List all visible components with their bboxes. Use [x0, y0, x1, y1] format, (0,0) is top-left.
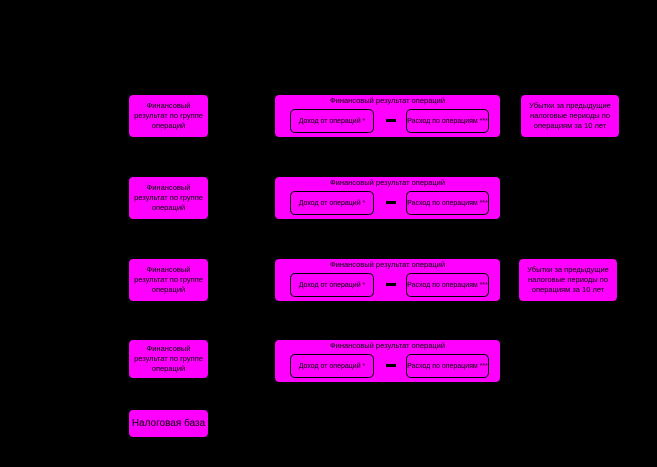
operation-result-box-4: Финансовый результат операций Доход от о…	[274, 339, 501, 383]
minus-sign	[386, 364, 396, 367]
group-result-box-2: Финансовый результат по группе операций	[128, 176, 209, 220]
tax-base-label: Налоговая база	[131, 417, 206, 429]
prior-losses-box-1: Убытки за предыдущие налоговые периоды п…	[520, 94, 620, 138]
income-box: Доход от операций *	[290, 354, 374, 378]
expense-label: Расход по операциям ***	[407, 117, 488, 125]
expense-box: Расход по операциям ***	[406, 109, 489, 133]
expense-label: Расход по операциям ***	[407, 362, 488, 370]
operation-result-box-1: Финансовый результат операций Доход от о…	[274, 94, 501, 138]
operation-result-box-2: Финансовый результат операций Доход от о…	[274, 176, 501, 220]
operation-result-title: Финансовый результат операций	[329, 96, 446, 105]
group-result-box-4: Финансовый результат по группе операций	[128, 339, 209, 379]
expense-label: Расход по операциям ***	[407, 281, 488, 289]
prior-losses-box-3: Убытки за предыдущие налоговые периоды п…	[518, 258, 618, 302]
prior-losses-label: Убытки за предыдущие налоговые периоды п…	[527, 265, 609, 294]
operation-result-box-3: Финансовый результат операций Доход от о…	[274, 258, 501, 302]
income-label: Доход от операций *	[298, 199, 366, 207]
expense-box: Расход по операциям ***	[406, 273, 489, 297]
income-label: Доход от операций *	[298, 117, 366, 125]
operation-result-title: Финансовый результат операций	[329, 341, 446, 350]
income-label: Доход от операций *	[298, 362, 366, 370]
group-result-label: Финансовый результат по группе операций	[134, 101, 203, 130]
prior-losses-label: Убытки за предыдущие налоговые периоды п…	[529, 101, 611, 130]
minus-sign	[386, 119, 396, 122]
income-box: Доход от операций *	[290, 273, 374, 297]
group-result-box-1: Финансовый результат по группе операций	[128, 94, 209, 138]
income-box: Доход от операций *	[290, 191, 374, 215]
income-box: Доход от операций *	[290, 109, 374, 133]
group-result-box-3: Финансовый результат по группе операций	[128, 258, 209, 302]
minus-sign	[386, 283, 396, 286]
operation-result-title: Финансовый результат операций	[329, 178, 446, 187]
operation-result-title: Финансовый результат операций	[329, 260, 446, 269]
tax-base-box: Налоговая база	[128, 409, 209, 438]
group-result-label: Финансовый результат по группе операций	[134, 344, 203, 373]
expense-box: Расход по операциям ***	[406, 354, 489, 378]
expense-label: Расход по операциям ***	[407, 199, 488, 207]
minus-sign	[386, 201, 396, 204]
income-label: Доход от операций *	[298, 281, 366, 289]
group-result-label: Финансовый результат по группе операций	[134, 265, 203, 294]
group-result-label: Финансовый результат по группе операций	[134, 183, 203, 212]
expense-box: Расход по операциям ***	[406, 191, 489, 215]
